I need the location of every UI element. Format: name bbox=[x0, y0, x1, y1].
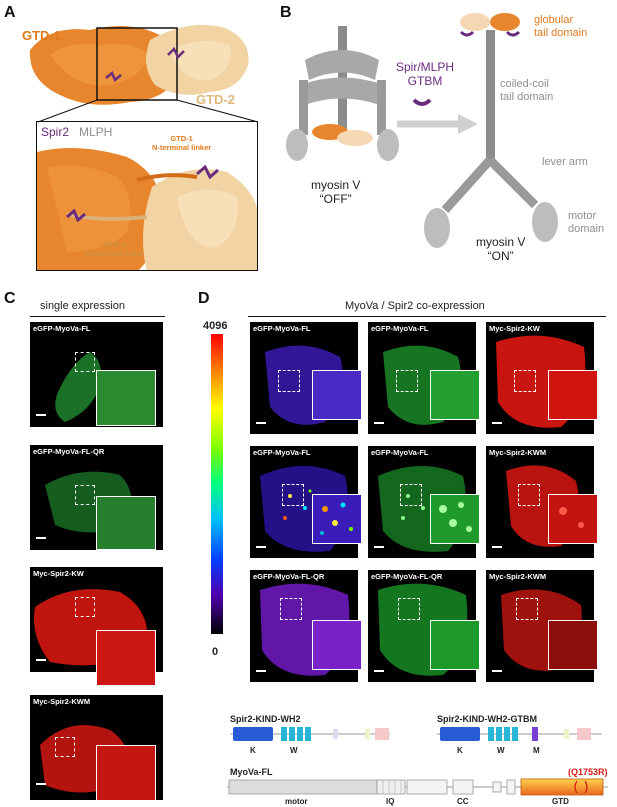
inset-c4 bbox=[96, 745, 156, 801]
inset-c3 bbox=[96, 630, 156, 686]
inset-d-r3c3 bbox=[548, 620, 598, 670]
zoom-box bbox=[75, 352, 95, 372]
tile-label: eGFP-MyoVa-FL-QR bbox=[253, 572, 325, 581]
scale-bar bbox=[374, 546, 384, 548]
myosin-on-diagram bbox=[424, 13, 558, 248]
scale-bar bbox=[36, 783, 46, 785]
kwm-m-label: M bbox=[533, 746, 540, 755]
inset-d-r1c1 bbox=[312, 370, 362, 420]
tile-label: eGFP-MyoVa-FL bbox=[253, 324, 311, 333]
panel-label-d: D bbox=[198, 290, 210, 307]
gtd-dimer-structure bbox=[29, 24, 249, 105]
single-expression-header: single expression bbox=[40, 300, 125, 312]
kwm-k-label: K bbox=[457, 746, 463, 755]
mutation-label: (Q1753R) bbox=[568, 767, 608, 777]
tile-label: Myc-Spir2-KWM bbox=[489, 572, 547, 581]
inset-c2 bbox=[96, 496, 156, 550]
tile-label: Myc-Spir2-KW bbox=[489, 324, 540, 333]
zoom-box bbox=[282, 484, 304, 506]
zoom-box bbox=[55, 737, 75, 757]
scale-min-label: 0 bbox=[212, 646, 219, 658]
tile-label: Myc-Spir2-KWM bbox=[489, 448, 547, 457]
scale-bar bbox=[374, 422, 384, 424]
myova-motor-label: motor bbox=[285, 797, 308, 806]
scale-bar bbox=[36, 659, 46, 661]
inset-c1 bbox=[96, 370, 156, 426]
mlph-label: MLPH bbox=[79, 125, 113, 139]
coexpression-rule bbox=[248, 316, 606, 317]
panel-label-c: C bbox=[4, 290, 16, 307]
micrograph-d-r2c2: eGFP-MyoVa-FL bbox=[368, 446, 476, 558]
scale-max-label: 4096 bbox=[203, 320, 228, 332]
coexpression-header: MyoVa / Spir2 co-expression bbox=[345, 300, 485, 312]
scale-bar bbox=[492, 546, 502, 548]
myova-iq-label: IQ bbox=[386, 797, 395, 806]
inset-d-r1c2 bbox=[430, 370, 480, 420]
tile-label: eGFP-MyoVa-FL bbox=[371, 324, 429, 333]
zoom-box bbox=[278, 370, 300, 392]
activation-arrow bbox=[397, 98, 478, 134]
scale-bar bbox=[36, 537, 46, 539]
tile-label: eGFP-MyoVa-FL-QR bbox=[371, 572, 443, 581]
construct-myova-schematic bbox=[227, 778, 608, 796]
inset-d-r2c2 bbox=[430, 494, 480, 544]
zoom-box bbox=[400, 484, 422, 506]
zoom-box bbox=[280, 598, 302, 620]
construct-kwm-title: Spir2-KIND-WH2-GTBM bbox=[437, 714, 537, 724]
construct-kw-schematic bbox=[230, 727, 390, 741]
panel-label-a: A bbox=[4, 4, 16, 21]
myosin-off-diagram bbox=[286, 26, 399, 161]
inset-d-r3c1 bbox=[312, 620, 362, 670]
kwm-w-label: W bbox=[497, 746, 505, 755]
zoom-box bbox=[75, 597, 95, 617]
myosin-off-label: myosin V“OFF” bbox=[311, 178, 361, 206]
kw-w-label: W bbox=[290, 746, 298, 755]
inset-d-r1c3 bbox=[548, 370, 598, 420]
zoom-box bbox=[75, 485, 95, 505]
kw-k-label: K bbox=[250, 746, 256, 755]
zoom-box bbox=[398, 598, 420, 620]
myosin-on-label: myosin V“ON” bbox=[476, 235, 526, 263]
construct-myova-title: MyoVa-FL bbox=[230, 767, 273, 777]
tile-label: eGFP-MyoVa-FL-QR bbox=[33, 447, 105, 456]
panel-label-b: B bbox=[280, 4, 292, 21]
myova-gtd-label: GTD bbox=[552, 797, 569, 806]
zoom-connector-lines bbox=[37, 99, 259, 123]
tile-label: Myc-Spir2-KWM bbox=[33, 697, 91, 706]
inset-d-r2c3 bbox=[548, 494, 598, 544]
tile-label: eGFP-MyoVa-FL bbox=[33, 324, 91, 333]
inset-d-r2c1 bbox=[312, 494, 362, 544]
zoom-box bbox=[514, 370, 536, 392]
intensity-colorbar bbox=[211, 334, 223, 634]
scale-bar bbox=[492, 422, 502, 424]
scale-bar bbox=[256, 670, 266, 672]
single-expression-rule bbox=[30, 316, 165, 317]
construct-kw-title: Spir2-KIND-WH2 bbox=[230, 714, 301, 724]
gtd1-label: GTD-1 bbox=[22, 28, 61, 43]
scale-bar bbox=[374, 670, 384, 672]
lever-arm-label: lever arm bbox=[542, 156, 588, 168]
tile-label: eGFP-MyoVa-FL bbox=[371, 448, 429, 457]
zoom-box bbox=[516, 598, 538, 620]
scale-bar bbox=[36, 414, 46, 416]
zoom-box bbox=[396, 370, 418, 392]
myova-cc-label: CC bbox=[457, 797, 469, 806]
spir2-label: Spir2 bbox=[41, 125, 70, 139]
gtd2-label: GTD-2 bbox=[196, 92, 235, 107]
scale-bar bbox=[492, 670, 502, 672]
scale-bar bbox=[256, 546, 266, 548]
zoom-box bbox=[518, 484, 540, 506]
scale-bar bbox=[256, 422, 266, 424]
tile-label: Myc-Spir2-KW bbox=[33, 569, 84, 578]
inset-d-r3c2 bbox=[430, 620, 480, 670]
tile-label: eGFP-MyoVa-FL bbox=[253, 448, 311, 457]
construct-kwm-schematic bbox=[437, 727, 602, 741]
